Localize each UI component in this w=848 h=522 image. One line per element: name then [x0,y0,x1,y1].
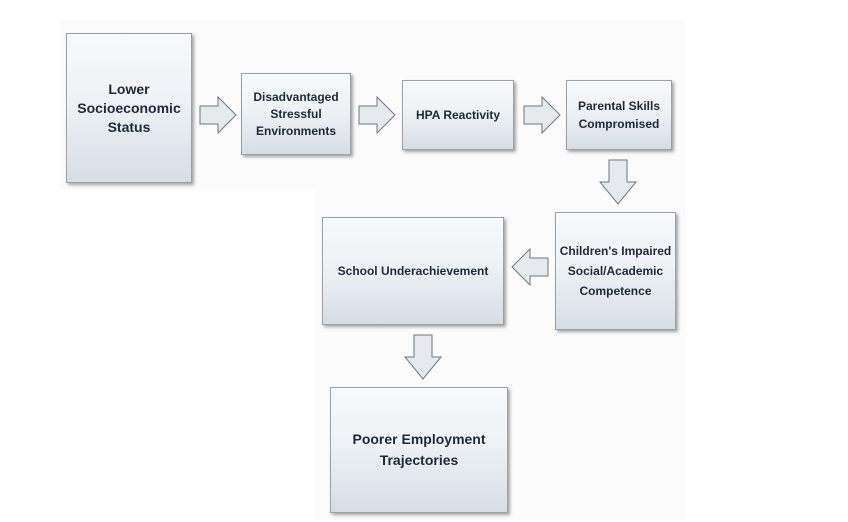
node-poorer-employment-trajectories: Poorer Employment Trajectories [330,387,508,513]
node-lower-socioeconomic-status: Lower Socioeconomic Status [66,33,192,183]
node-disadvantaged-stressful-environments-label: Disadvantaged Stressful Environments [253,89,339,138]
arrow-right-icon [523,95,561,135]
node-disadvantaged-stressful-environments: Disadvantaged Stressful Environments [241,73,351,155]
node-childrens-impaired-competence-label: Children's Impaired Social/Academic Comp… [559,244,672,298]
arrow-down-icon [403,334,443,380]
node-school-underachievement: School Underachievement [322,217,504,325]
node-childrens-impaired-competence: Children's Impaired Social/Academic Comp… [555,212,676,330]
node-hpa-reactivity-label: HPA Reactivity [415,107,501,122]
node-school-underachievement-label: School Underachievement [337,263,489,278]
arrow-left-icon [511,247,549,287]
node-lower-socioeconomic-status-label: Lower Socioeconomic Status [77,80,181,135]
node-hpa-reactivity: HPA Reactivity [402,80,514,150]
arrow-down-icon [598,159,638,205]
node-parental-skills-compromised-label: Parental Skills Compromised [577,99,661,131]
arrow-right-icon [358,95,396,135]
node-poorer-employment-trajectories-label: Poorer Employment Trajectories [352,431,486,468]
node-parental-skills-compromised: Parental Skills Compromised [566,80,672,150]
arrow-right-icon [199,95,237,135]
